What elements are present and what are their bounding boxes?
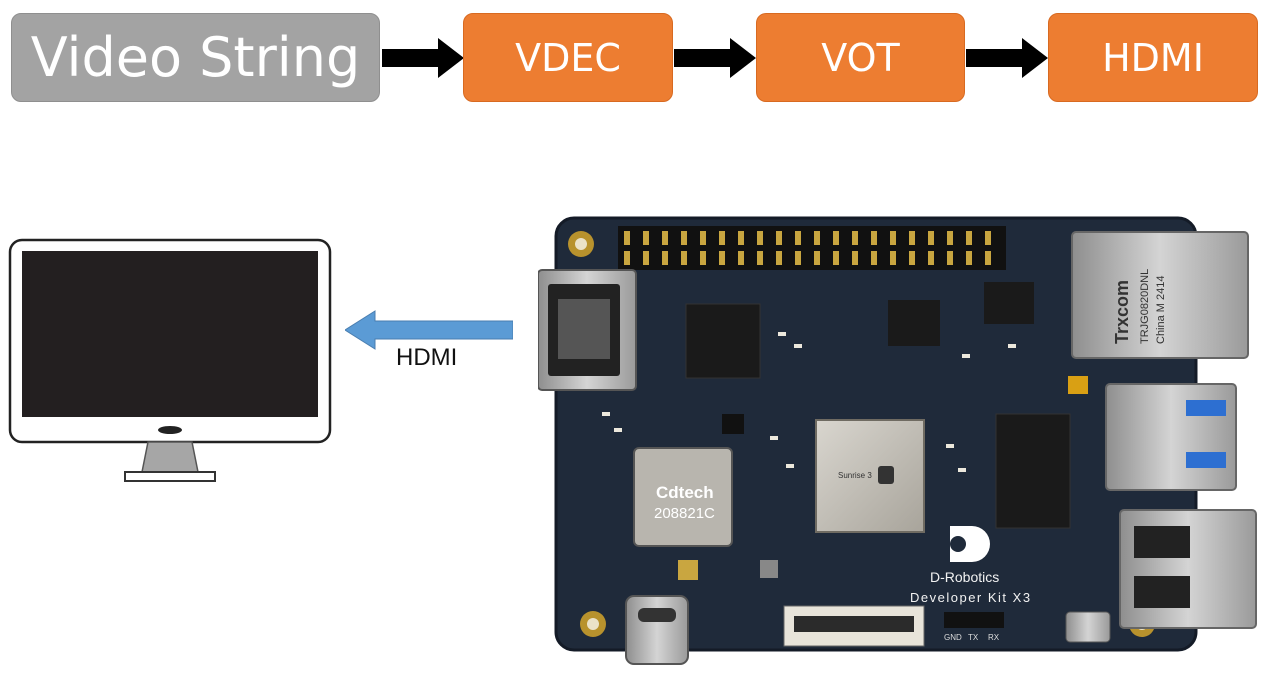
eth-part-text: TRJG0820DNL — [1139, 269, 1151, 344]
arrow-right-icon — [966, 38, 1048, 78]
hdmi-arrow-icon — [345, 310, 513, 350]
hdmi-box: HDMI — [1048, 13, 1258, 102]
eth-origin-text: China M 2414 — [1155, 276, 1167, 345]
hdmi-connection-label: HDMI — [396, 344, 458, 371]
vot-box: VOT — [756, 13, 965, 102]
eth-brand-text: Trxcom — [1112, 280, 1132, 344]
board-brand-text: D-Robotics — [930, 569, 999, 585]
hdmi-step-label: HDMI — [1102, 35, 1204, 80]
wifi-maker-text: Cdtech — [656, 483, 714, 502]
developer-board-image: Trxcom TRJG0820DNL China M 2414 Cdtech 2… — [538, 216, 1257, 665]
board-model-text: Developer Kit X3 — [910, 590, 1032, 605]
uart-tx-text: TX — [968, 633, 979, 642]
vdec-label: VDEC — [515, 35, 621, 80]
vot-label: VOT — [821, 35, 900, 80]
video-string-label: Video String — [30, 26, 361, 89]
arrow-right-icon — [382, 38, 464, 78]
monitor-icon — [8, 238, 332, 482]
d-robotics-logo-icon — [950, 526, 990, 562]
wifi-part-text: 208821C — [654, 505, 715, 522]
uart-rx-text: RX — [988, 633, 1000, 642]
arrow-right-icon — [674, 38, 756, 78]
uart-gnd-text: GND — [944, 633, 962, 642]
vdec-box: VDEC — [463, 13, 673, 102]
video-string-box: Video String — [11, 13, 380, 102]
soc-label-text: Sunrise 3 — [838, 471, 872, 480]
